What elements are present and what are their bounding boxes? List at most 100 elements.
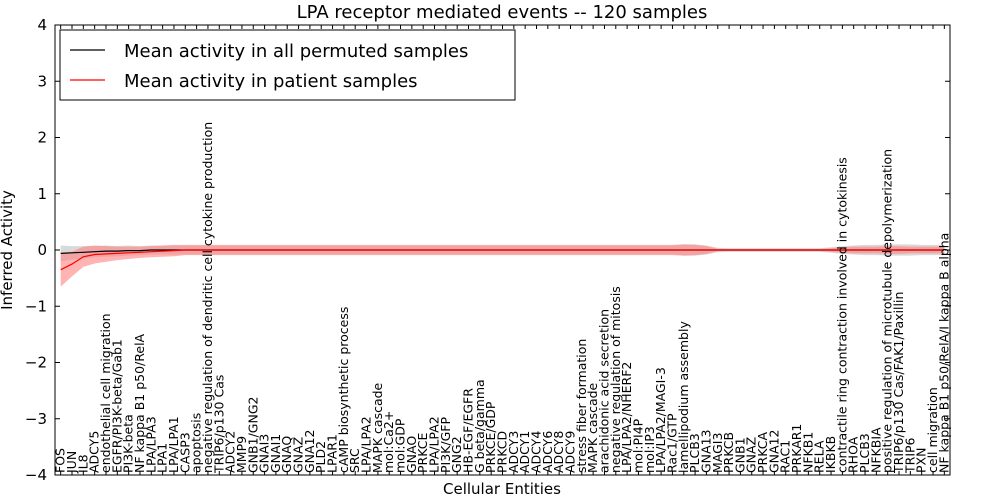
x-tick-label: EGFR/PI3K-beta/Gab1: [109, 339, 124, 473]
x-tick-label: ADCY4: [529, 431, 544, 473]
legend-label-permuted: Mean activity in all permuted samples: [124, 41, 468, 62]
x-tick-label: contractile ring contraction involved in…: [834, 157, 849, 473]
x-tick-label: LPA/LPA2/MAGI-3: [653, 367, 668, 473]
x-tick-label: PRKCD: [495, 431, 510, 473]
x-tick-label: GNA13: [698, 430, 713, 474]
x-tick-label: ADCY6: [540, 431, 555, 473]
x-tick-label: PLCB3: [687, 433, 702, 473]
x-tick-label: PLCB3: [857, 433, 872, 473]
x-tick-label: negative regulation of mitosis: [608, 286, 623, 473]
x-tick-label: ADCY5: [87, 431, 102, 473]
x-tick-label: ADCY2: [223, 431, 238, 473]
x-tick-label: MMP9: [234, 436, 249, 473]
x-tick-label: GNAI3: [257, 434, 272, 473]
x-tick-label: CASP3: [177, 432, 192, 473]
x-tick-label: stress fiber formation: [574, 339, 589, 473]
band-patient: [60, 244, 945, 287]
x-tick-label: ADCY8: [551, 431, 566, 473]
x-tick-label: TRIP6: [902, 437, 917, 474]
y-axis-label: Inferred Activity: [0, 190, 16, 310]
x-tick-label: PRKCA: [755, 432, 770, 473]
x-tick-label: G beta/gamma: [472, 379, 487, 473]
x-tick-label: MAGI3: [710, 433, 725, 473]
y-tick-label: 4: [37, 16, 47, 34]
x-tick-label: Rac1/GTP: [664, 413, 679, 473]
x-tick-label: IKBKB: [823, 436, 838, 473]
x-tick-label: NFKBIA: [868, 427, 883, 473]
x-tick-label: TRIP6/p130 Cas: [211, 375, 226, 474]
x-tick-label: JUN: [64, 451, 79, 474]
x-tick-label: PLD2: [313, 441, 328, 473]
x-tick-label: MAPK cascade: [585, 382, 600, 473]
x-tick-label: RELA: [812, 440, 827, 473]
y-tick-label: 2: [37, 129, 47, 147]
x-tick-label: LPA/LPA2: [427, 416, 442, 473]
legend: Mean activity in all permuted samples Me…: [59, 29, 516, 101]
x-tick-label: GNA12: [766, 430, 781, 474]
x-tick-label: GNAZ: [291, 437, 306, 473]
x-tick-label: negative regulation of dendritic cell cy…: [200, 122, 215, 473]
x-tick-label: MAPK cascade: [370, 382, 385, 473]
confidence-bands: [60, 244, 945, 287]
x-tick-label: lamellipodium assembly: [676, 321, 691, 473]
x-tick-label: LPA/LPA2: [359, 416, 374, 473]
x-tick-label: mol:Ca2+: [381, 411, 396, 473]
x-tick-label: GNA12: [302, 430, 317, 474]
y-axis: −4 −3 −2 −1 0 1 2 3 4: [25, 16, 950, 484]
x-tick-label: LPA1: [155, 443, 170, 473]
x-tick-label: PRKCE: [415, 433, 430, 473]
x-tick-label: PI3K-beta: [121, 414, 136, 473]
x-tick-label: FOS: [53, 448, 68, 473]
y-tick-label: −1: [25, 297, 47, 315]
x-tick-label: ADCY1: [517, 431, 532, 473]
x-tick-label: PXN: [914, 448, 929, 473]
x-tick-label: NFKB1: [800, 432, 815, 473]
x-tick-label: PRKCB: [721, 432, 736, 473]
x-tick-label: apoptosis: [189, 413, 204, 473]
y-tick-label: −4: [25, 466, 47, 484]
x-tick-label: mol:IP3: [642, 426, 657, 473]
x-tick-label: GNB1: [732, 437, 747, 473]
legend-box: [59, 29, 516, 101]
y-tick-label: 3: [37, 72, 47, 90]
y-tick-label: −3: [25, 410, 47, 428]
x-tick-label: HB-EGF/EGFR: [461, 388, 476, 473]
x-tick-label: RHOA: [846, 436, 861, 473]
x-tick-label: TRIP6/p130 Cas/FAK1/Paxillin: [891, 292, 906, 474]
x-tick-label: NF kappa B1 p50/RelA: [132, 333, 147, 473]
x-axis-label: Cellular Entities: [443, 480, 561, 498]
x-tick-label: GNB1/GNG2: [245, 397, 260, 473]
x-tick-label: PRKCE/GDP: [483, 401, 498, 473]
x-tick-label: LPA/LPA3: [143, 416, 158, 473]
x-tick-label: mol:GDP: [393, 418, 408, 473]
legend-label-patient: Mean activity in patient samples: [124, 71, 418, 92]
x-tick-label: SRC: [347, 448, 362, 473]
x-tick-label: LPA/LPA2/NHERF2: [619, 362, 634, 473]
x-tick-label: cAMP biosynthetic process: [336, 307, 351, 473]
x-tick-label: arachidonic acid secretion: [597, 309, 612, 473]
x-tick-label: ADCY9: [563, 431, 578, 473]
x-tick-label: mol:PI4P: [630, 418, 645, 473]
x-tick-label: GNAI1: [268, 434, 283, 473]
y-tick-label: 0: [37, 241, 47, 259]
x-tick-label: GNAO: [404, 436, 419, 473]
x-tick-label: ADCY3: [506, 431, 521, 473]
x-tick-label: LPAR1: [325, 434, 340, 473]
x-tick-label: GNAZ: [744, 437, 759, 473]
chart-title: LPA receptor mediated events -- 120 samp…: [297, 2, 708, 23]
x-tick-label: NF kappa B1 p50/RelA/I kappa B alpha: [936, 233, 951, 473]
x-tick-label: PI3K/GFP: [438, 417, 453, 473]
y-tick-label: −2: [25, 354, 47, 372]
y-tick-label: 1: [37, 185, 47, 203]
series-lines: [60, 249, 945, 271]
series-line-patient: [60, 249, 945, 271]
x-tick-label: GNAQ: [279, 436, 294, 473]
x-tick-label: IL8: [75, 454, 90, 473]
x-tick-label: LPA/LPA1: [166, 416, 181, 473]
x-tick-label: GNG2: [449, 436, 464, 473]
x-tick-label: endothelial cell migration: [98, 313, 113, 473]
x-tick-label: cell migration: [925, 387, 940, 473]
x-tick-label: RAC1: [778, 440, 793, 473]
